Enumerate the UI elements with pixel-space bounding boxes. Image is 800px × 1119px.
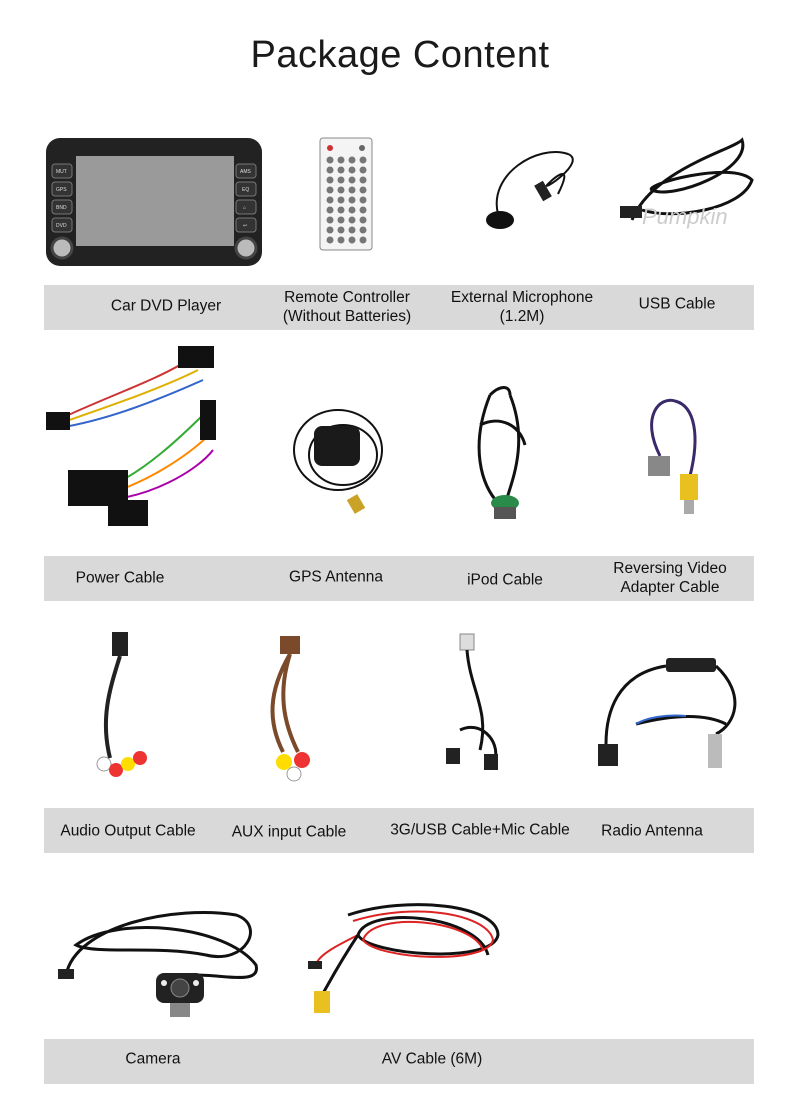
remote-button-icon — [326, 196, 334, 204]
watermark: Pumpkin — [642, 204, 728, 229]
label-gps-antenna: GPS Antenna — [289, 568, 383, 586]
ipod-cable-image — [477, 386, 527, 519]
label-aux-input-cable: AUX input Cable — [231, 823, 347, 841]
dvd-button-dvd: DVD — [56, 223, 67, 229]
remote-button-icon — [348, 186, 356, 194]
dvd-button-home: ⌂ — [243, 205, 246, 211]
remote-button-icon — [337, 166, 345, 174]
remote-button-icon — [348, 156, 356, 164]
aux-input-cable-image — [270, 636, 310, 782]
remote-button-icon — [359, 196, 367, 204]
radio-antenna-image — [598, 658, 737, 768]
remote-button-icon — [348, 226, 356, 234]
audio-output-cable-image — [96, 632, 147, 777]
remote-button-icon — [359, 176, 367, 184]
remote-button-icon — [337, 216, 345, 224]
remote-button-icon — [326, 166, 334, 174]
remote-button-icon — [359, 236, 367, 244]
remote-button-icon — [337, 176, 345, 184]
remote-button-icon — [359, 206, 367, 214]
camera-image — [58, 911, 258, 1017]
label-av-cable: AV Cable (6M) — [381, 1050, 483, 1068]
dvd-button-mut: MUT — [56, 169, 67, 175]
car-dvd-player-image: MUT GPS BND DVD AMS EQ ⌂ ↩ — [46, 138, 262, 266]
dvd-button-ams: AMS — [240, 169, 252, 175]
label-audio-output-cable: Audio Output Cable — [60, 822, 196, 840]
label-car-dvd-player: Car DVD Player — [110, 297, 222, 315]
av-cable-image — [308, 903, 500, 1013]
dvd-button-bnd: BND — [56, 205, 67, 211]
reversing-video-adapter-image — [648, 398, 698, 514]
label-bar-row-2 — [44, 556, 754, 601]
remote-button-icon — [359, 166, 367, 174]
remote-button-icon — [326, 156, 334, 164]
label-3g-usb-mic-cable: 3G/USB Cable+Mic Cable — [390, 821, 570, 839]
label-ipod-cable: iPod Cable — [467, 571, 543, 589]
remote-button-icon — [337, 186, 345, 194]
remote-button-icon — [337, 236, 345, 244]
remote-button-icon — [326, 206, 334, 214]
label-camera: Camera — [125, 1050, 181, 1068]
power-cable-image — [46, 346, 216, 526]
remote-button-icon — [359, 156, 367, 164]
dvd-button-back: ↩ — [243, 223, 247, 229]
label-usb-cable: USB Cable — [638, 295, 716, 313]
dvd-button-eq: EQ — [242, 187, 249, 193]
label-power-cable: Power Cable — [75, 569, 165, 587]
remote-button-icon — [326, 226, 334, 234]
remote-button-icon — [337, 226, 345, 234]
gps-antenna-image — [293, 409, 383, 514]
remote-button-icon — [337, 196, 345, 204]
label-bar-row-1 — [44, 285, 754, 330]
remote-button-icon — [326, 216, 334, 224]
remote-controller-image — [319, 137, 373, 251]
external-microphone-image — [486, 151, 574, 229]
remote-button-icon — [359, 216, 367, 224]
usb-cable-image: Pumpkin — [620, 137, 754, 229]
label-bar-row-4 — [44, 1039, 754, 1084]
remote-button-icon — [348, 176, 356, 184]
remote-button-icon — [348, 166, 356, 174]
3g-usb-mic-cable-image — [446, 633, 498, 770]
label-remote-controller: Remote Controller(Without Batteries) — [282, 289, 412, 325]
remote-button-icon — [359, 226, 367, 234]
remote-button-icon — [359, 186, 367, 194]
remote-button-icon — [326, 176, 334, 184]
remote-button-icon — [326, 236, 334, 244]
label-external-microphone: External Microphone(1.2M) — [450, 289, 594, 325]
dvd-button-gps: GPS — [56, 187, 67, 193]
remote-button-icon — [337, 206, 345, 214]
label-radio-antenna: Radio Antenna — [601, 822, 703, 840]
remote-button-icon — [337, 156, 345, 164]
remote-button-icon — [348, 196, 356, 204]
label-bar-row-3 — [44, 808, 754, 853]
remote-button-icon — [326, 186, 334, 194]
remote-button-icon — [348, 216, 356, 224]
remote-button-icon — [348, 206, 356, 214]
remote-button-icon — [348, 236, 356, 244]
page-title: Package Content — [250, 34, 550, 76]
